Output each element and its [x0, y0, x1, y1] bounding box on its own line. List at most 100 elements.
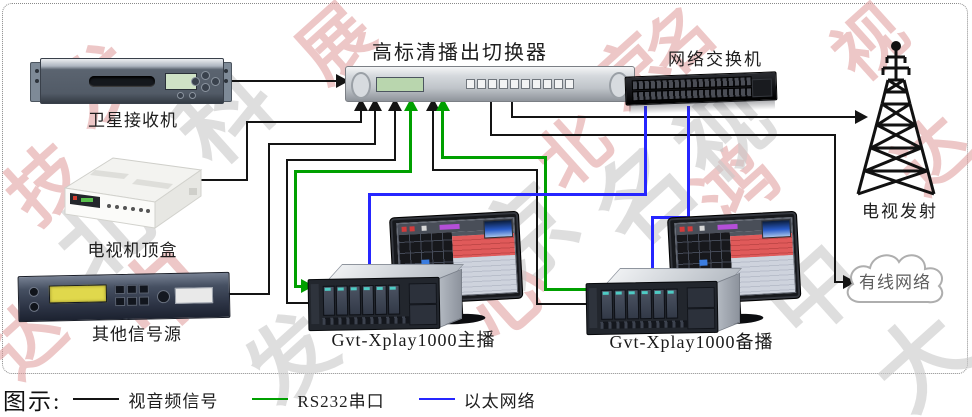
wire-segment — [409, 108, 412, 172]
toolbar-button — [409, 226, 415, 232]
wire-segment — [490, 134, 836, 136]
server-panel — [686, 286, 716, 309]
wire-segment — [511, 116, 858, 118]
lcd-display — [48, 284, 108, 304]
drive-bay — [335, 285, 349, 316]
drive-bay — [600, 289, 614, 320]
front-button — [477, 79, 486, 89]
title-strip — [439, 223, 460, 230]
drive-bay — [387, 284, 401, 315]
server-rail — [588, 287, 598, 329]
front-button — [126, 296, 138, 306]
wire-segment — [228, 293, 270, 295]
wire-segment — [294, 285, 304, 288]
wire-segment — [536, 303, 594, 305]
drive-bay — [626, 289, 640, 320]
backup-station-label: Gvt-Xplay1000备播 — [609, 332, 774, 352]
wire-segment — [434, 169, 538, 171]
legend-label-av: 视音频信号 — [128, 391, 219, 411]
front-button — [543, 79, 552, 89]
backup-station: Gvt-Xplay1000备播 — [584, 210, 802, 352]
wire-segment — [360, 108, 362, 123]
drive-bay — [348, 285, 362, 316]
legend-line-av — [73, 398, 120, 400]
front-button — [201, 71, 210, 80]
device-faceplate — [17, 271, 231, 323]
server-front — [585, 280, 719, 336]
settopbox-device — [55, 144, 205, 236]
device-faceplate — [40, 58, 224, 104]
drive-bay — [652, 288, 666, 319]
front-button — [201, 83, 210, 92]
toolbar-button — [679, 226, 685, 232]
clip-thumb — [699, 259, 708, 266]
legend: 图示: 视音频信号 RS232串口 以太网络 — [3, 383, 570, 415]
legend-item-av: 视音频信号 — [73, 387, 218, 412]
tv-tower-device — [848, 36, 944, 198]
toolbar-button — [421, 225, 427, 231]
card-slot — [89, 76, 155, 87]
wire-segment — [511, 98, 513, 118]
satellite-receiver-label: 卫星接收机 — [88, 111, 178, 130]
wire-segment — [368, 193, 371, 272]
legend-line-eth — [418, 398, 455, 400]
cloud-icon — [846, 254, 944, 304]
connector — [29, 301, 40, 312]
wire-segment — [432, 108, 434, 171]
legend-title: 图示: — [3, 389, 62, 414]
drive-bay — [639, 289, 653, 320]
server-panel — [687, 307, 716, 330]
lcd-display — [376, 77, 424, 92]
wire-segment — [490, 98, 492, 136]
video-preview — [761, 219, 792, 239]
wire-segment — [687, 106, 690, 218]
wire-segment — [544, 288, 592, 291]
backup-server — [585, 266, 744, 336]
front-button — [565, 79, 574, 89]
toolbar-button — [687, 226, 693, 232]
wire-segment — [834, 281, 846, 283]
drive-bay — [322, 285, 336, 316]
drive-bay — [613, 289, 627, 320]
wire-segment — [294, 170, 297, 287]
switcher-device — [345, 66, 635, 102]
front-button — [177, 92, 184, 99]
wire-segment — [644, 106, 647, 195]
wire-segment — [536, 169, 538, 305]
toolbar-button — [401, 226, 407, 232]
wire-segment — [268, 143, 376, 145]
legend-label-rs232: RS232串口 — [297, 391, 385, 411]
label-patch — [174, 287, 214, 304]
wire-segment — [394, 108, 396, 161]
wire-segment — [294, 170, 412, 173]
switcher-label: 高标清播出切换器 — [372, 42, 548, 64]
server-panel — [409, 303, 438, 326]
wire-segment — [441, 108, 444, 158]
settopbox-art — [63, 157, 203, 229]
tower-label: 电视发射 — [862, 202, 938, 221]
uplink-ports — [751, 78, 773, 98]
wire-segment — [246, 121, 362, 123]
wire-segment — [368, 193, 647, 196]
wire-segment — [651, 216, 654, 268]
drive-bay — [374, 284, 388, 315]
legend-item-rs232: RS232串口 — [252, 387, 384, 412]
front-button — [521, 79, 530, 89]
cloud-label: 有线网络 — [859, 273, 931, 292]
drive-bay — [665, 288, 679, 319]
tower-art — [856, 41, 936, 196]
front-button — [138, 284, 149, 294]
wire-segment — [232, 80, 338, 82]
server-bottom-strip — [322, 316, 411, 325]
wire-segment — [374, 108, 376, 145]
front-button — [466, 79, 475, 89]
settopbox-label: 电视机顶盒 — [87, 241, 178, 260]
wire-segment — [286, 159, 396, 161]
server-rail — [310, 283, 320, 325]
wire-segment — [544, 156, 547, 290]
server-front — [307, 276, 441, 332]
front-button — [532, 79, 541, 89]
server-panel — [408, 282, 438, 305]
satellite-receiver-device — [30, 54, 232, 106]
